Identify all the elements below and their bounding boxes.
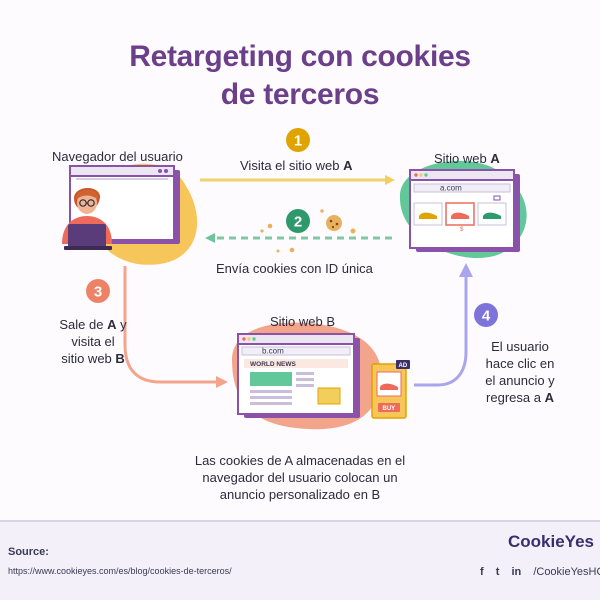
buy-button: BUY — [383, 406, 396, 412]
svg-text:4: 4 — [482, 308, 491, 325]
site-a-illustration: a.com $ — [399, 160, 527, 259]
svg-text:2: 2 — [294, 214, 302, 231]
twitter-icon[interactable]: t — [495, 566, 500, 578]
bottom-caption-line2: navegador del usuario colocan un — [202, 470, 398, 485]
step-3-line1-bold: A — [107, 317, 117, 332]
bottom-caption: Las cookies de A almacenadas en el naveg… — [170, 452, 430, 503]
bottom-caption-line3: anuncio personalizado en B — [219, 487, 381, 502]
page-title: Retargeting con cookies de terceros — [0, 38, 600, 114]
footer-divider — [0, 520, 600, 522]
step-4-line2: hace clic en — [485, 356, 555, 371]
step-3-line3-bold: B — [115, 351, 125, 366]
cookie-icon — [260, 209, 356, 253]
step-1-label-bold: A — [343, 158, 353, 173]
arrow-step-4 — [414, 263, 473, 387]
step-4-line3: el anuncio y — [485, 373, 555, 388]
title-line-2: de terceros — [220, 78, 380, 111]
arrow-step-3 — [123, 266, 228, 388]
step-1-label-text: Visita el sitio web — [240, 158, 344, 173]
user-browser-illustration — [62, 163, 198, 265]
step-badge-1: 1 — [286, 128, 310, 152]
step-3-line3-text: sitio web — [61, 351, 116, 366]
source-url[interactable]: https://www.cookieyes.com/es/blog/cookie… — [8, 566, 232, 576]
step-2-label: Envía cookies con ID única — [216, 261, 373, 276]
step-3-line2: visita el — [71, 334, 115, 349]
step-3-label: Sale de A y visita el sitio web B — [52, 316, 134, 367]
step-3-line1-post: y — [116, 317, 127, 332]
step-4-line1: El usuario — [491, 339, 549, 354]
step-1-label: Visita el sitio web A — [240, 157, 352, 174]
site-b-illustration: b.com WORLD NEWS AD BUY — [232, 322, 410, 430]
step-4-line4-bold: A — [544, 390, 554, 405]
site-b-url: b.com — [262, 347, 284, 356]
step-4-label: El usuario hace clic en el anuncio y reg… — [472, 338, 568, 406]
step-4-line4-text: regresa a — [486, 390, 545, 405]
ad-badge: AD — [399, 363, 408, 369]
svg-text:3: 3 — [94, 284, 102, 301]
site-a-label: Sitio web A — [434, 150, 500, 167]
site-a-url: a.com — [440, 184, 462, 193]
linkedin-icon[interactable]: in — [511, 566, 522, 578]
news-header: WORLD NEWS — [250, 361, 297, 368]
title-line-1: Retargeting con cookies — [129, 40, 471, 73]
step-badge-2: 2 — [286, 209, 310, 233]
bottom-caption-line1: Las cookies de A almacenadas en el — [194, 453, 406, 468]
source-label: Source: — [8, 546, 49, 558]
svg-text:1: 1 — [294, 133, 302, 150]
site-b-label: Sitio web B — [270, 314, 336, 329]
step-badge-3: 3 — [86, 279, 110, 303]
social-links: f t in /CookieYesHQ — [480, 566, 600, 578]
social-handle[interactable]: /CookieYesHQ — [533, 566, 600, 578]
step-3-line1-text: Sale de — [59, 317, 108, 332]
facebook-icon[interactable]: f — [480, 566, 484, 578]
brand-logo[interactable]: CookieYes — [508, 532, 594, 551]
footer — [0, 522, 600, 600]
browser-label: Navegador del usuario — [52, 149, 183, 164]
step-badge-4: 4 — [474, 303, 498, 327]
site-a-label-bold: A — [490, 151, 500, 166]
site-a-label-text: Sitio web — [434, 151, 491, 166]
svg-text:$: $ — [460, 227, 464, 233]
